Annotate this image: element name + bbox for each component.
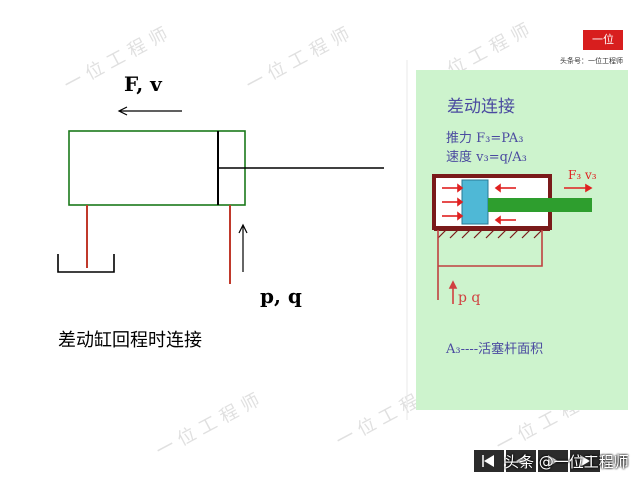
inset-panel xyxy=(416,70,628,410)
triangle-right-icon[interactable] xyxy=(538,450,568,472)
inset-force-arrow xyxy=(564,183,593,193)
force-arrowhead xyxy=(117,106,128,116)
pressure-flow-label: p, q xyxy=(260,284,302,308)
inset-piston xyxy=(461,179,489,225)
inset-base-hatching xyxy=(437,229,543,239)
inset-flow-label: p q xyxy=(458,290,481,306)
slide-navigation xyxy=(474,450,600,472)
force-velocity-label: F, v xyxy=(124,72,162,96)
diagram-caption: 差动缸回程时连接 xyxy=(58,330,202,351)
inset-title: 差动连接 xyxy=(447,97,515,117)
cylinder-body xyxy=(68,130,246,206)
inset-pressure-arrows-right xyxy=(494,183,516,225)
logo-subtitle: 头条号：一位工程师 xyxy=(560,57,623,65)
footer-attribution: 头条 @一位工程师 xyxy=(504,453,629,471)
inset-speed-formula: 速度 v₃=q/A₃ xyxy=(446,150,527,165)
inset-flow-arrow xyxy=(448,280,458,304)
triangle-left-icon[interactable] xyxy=(474,450,504,472)
inset-area-note: A₃----活塞杆面积 xyxy=(446,342,544,357)
inset-pressure-arrows-left xyxy=(442,183,464,221)
inset-rod xyxy=(488,198,592,212)
triangle-left-icon[interactable] xyxy=(506,450,536,472)
triangle-right-icon[interactable] xyxy=(570,450,600,472)
logo-badge: 一位 xyxy=(583,30,623,50)
flow-arrowhead xyxy=(238,223,248,234)
inset-cylinder-diagram xyxy=(432,174,593,304)
inset-thrust-formula: 推力 F₃=PA₃ xyxy=(446,131,524,146)
oil-tank xyxy=(57,254,115,273)
inset-force-label: F₃ v₃ xyxy=(568,168,597,182)
inset-return-line xyxy=(438,230,543,267)
